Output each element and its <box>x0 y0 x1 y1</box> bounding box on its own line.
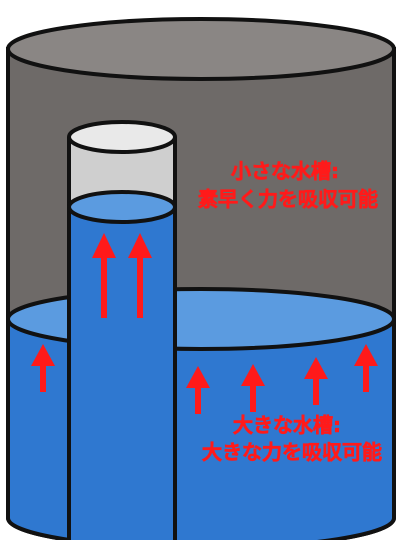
large-tank-water-surface <box>6 287 396 351</box>
large-tank-description: 大きな力を吸収可能 <box>202 440 382 464</box>
small-tube-top <box>67 120 177 154</box>
large-tank-title: 大きな水槽: <box>233 413 341 437</box>
up-arrow-icon <box>304 357 328 405</box>
small-tank-title: 小さな水槽: <box>231 159 339 183</box>
up-arrow-icon <box>92 233 116 318</box>
large-tank-top <box>6 17 396 81</box>
up-arrow-icon <box>186 366 210 414</box>
up-arrow-icon <box>354 344 378 392</box>
up-arrow-icon <box>241 364 265 412</box>
small-tube-water-surface <box>67 190 177 224</box>
small-tank-description: 素早く力を吸収可能 <box>198 187 378 211</box>
up-arrow-icon <box>128 233 152 318</box>
small-tube-water <box>69 207 175 540</box>
up-arrow-icon <box>31 344 55 392</box>
